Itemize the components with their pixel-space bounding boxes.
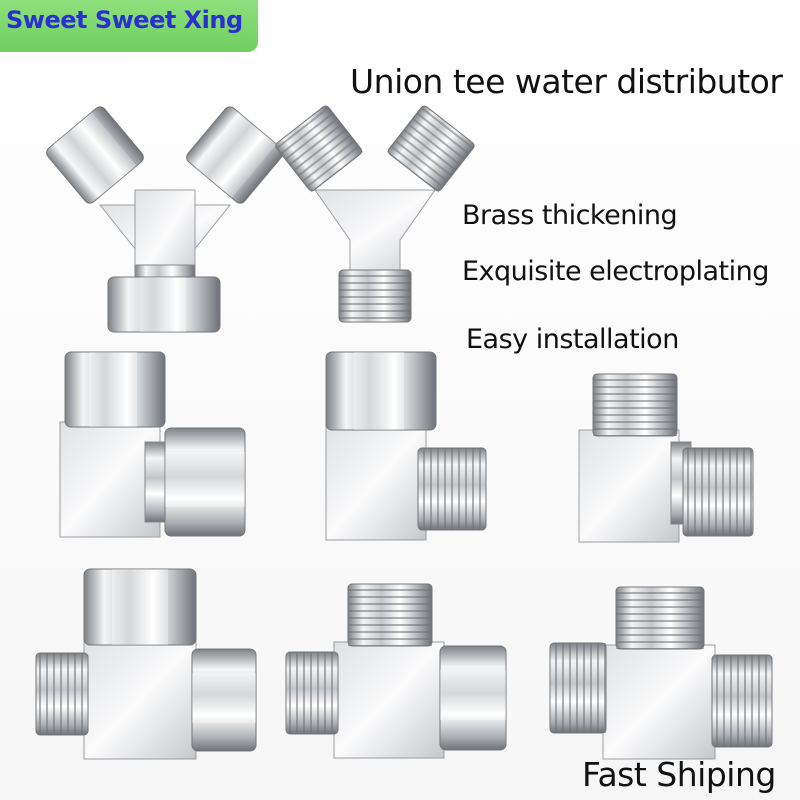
tee-all-male (548, 585, 778, 765)
elbow-double-male (575, 372, 760, 547)
y-tee-female-nuts (40, 95, 290, 340)
brand-label: Sweet Sweet Xing (6, 6, 243, 34)
elbow-double-female (55, 350, 255, 545)
elbow-female-male (318, 350, 498, 545)
feature-brass-thickening: Brass thickening (462, 200, 678, 231)
tee-male-top-female-right (282, 582, 512, 762)
tee-female-top-mixed (32, 565, 262, 765)
brand-banner: Sweet Sweet Xing (0, 0, 258, 52)
feature-easy-installation: Easy installation (466, 324, 679, 355)
product-title: Union tee water distributor (350, 62, 783, 101)
shipping-label: Fast Shiping (582, 755, 776, 794)
feature-electroplating: Exquisite electroplating (462, 256, 769, 287)
y-tee-male-threads (274, 100, 476, 330)
